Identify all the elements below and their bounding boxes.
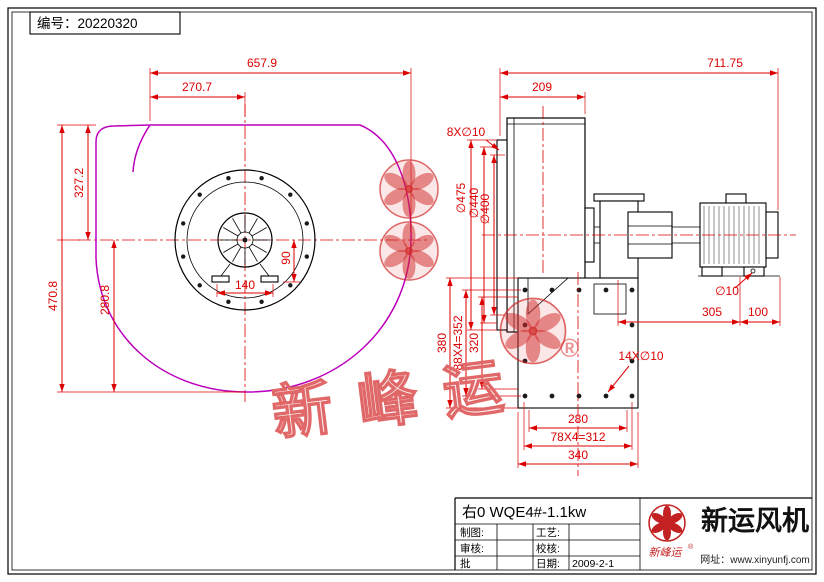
process-label: 工艺:: [536, 527, 560, 539]
watermark-registered-mark: ®: [560, 333, 579, 363]
watermark-brand-text: 新峰运: [269, 350, 533, 448]
dim-470-8: 470.8: [46, 281, 60, 311]
dim-475: ∅475: [454, 182, 468, 213]
bearing-support: [593, 193, 700, 279]
dim-8x10: 8X∅10: [447, 125, 486, 139]
dim-280-8: 280.8: [98, 285, 112, 315]
left-view: 657.9 270.7 327.2 280.8 470.8 140: [46, 56, 428, 402]
dim-305: 305: [702, 305, 722, 319]
drawing-border: [7, 7, 817, 575]
approve-label: 批: [460, 557, 471, 570]
proof-label: 校核:: [536, 542, 560, 555]
dim-100: 100: [748, 305, 768, 319]
company-flower-icon: [648, 504, 686, 542]
company-name: 新运风机: [701, 505, 809, 536]
date-value: 2009-2-1: [572, 558, 614, 570]
motor-foot-left: [701, 266, 723, 277]
logo-brand-text: 新峰运: [649, 546, 684, 559]
doc-number-text: 编号：20220320: [37, 16, 138, 31]
base-bolt-dots: [522, 287, 635, 399]
dim-327-2: 327.2: [72, 168, 86, 198]
inlet-ring-inner: [186, 181, 304, 299]
dim-711-75: 711.75: [707, 56, 743, 70]
watermark-flower-icon: [379, 159, 439, 219]
dim-400: ∅400: [478, 193, 492, 224]
right-view: 711.75 209 8X∅10 ∅475 ∅440 ∅400 ∅10: [435, 56, 796, 476]
dim-270-7: 270.7: [182, 80, 212, 94]
right-view-dimensions: 711.75 209 8X∅10 ∅475 ∅440 ∅400 ∅10: [435, 56, 781, 468]
company-website: 网址：www.xinyunfj.com: [700, 553, 809, 566]
logo-registered-mark: ®: [688, 543, 694, 551]
volute-outline: [95, 124, 412, 393]
dim-320: 320: [467, 333, 481, 353]
title-block: 右0 WQE4#-1.1kw 制图: 工艺: 审核: 校核: 批 日期: 200…: [454, 497, 812, 570]
dim-90: 90: [279, 251, 293, 265]
dim-14x10: 14X∅10: [618, 349, 663, 363]
dim-78x4: 78X4=312: [550, 430, 605, 444]
volute-cutoff: [132, 124, 151, 173]
watermark-flower-icon: [379, 221, 439, 281]
dim-88x4: 88X4=352: [451, 315, 465, 370]
dim-657-9: 657.9: [247, 56, 277, 70]
inlet-bolt-dots: [181, 176, 309, 304]
fan-model-text: 右0 WQE4#-1.1kw: [462, 504, 586, 521]
company-logo: 新峰运 ®: [648, 504, 694, 559]
dim-440: ∅440: [467, 187, 481, 218]
doc-number-box: 编号：20220320: [29, 11, 181, 35]
inlet-ring-outer: [174, 169, 316, 311]
impeller-hub: [217, 212, 273, 268]
date-label: 日期:: [536, 558, 560, 570]
left-view-dimensions: 657.9 270.7 327.2 280.8 470.8 140: [46, 56, 412, 393]
dim-140: 140: [235, 278, 255, 292]
dim-340: 340: [568, 448, 588, 462]
checked-label: 审核:: [460, 542, 484, 555]
dim-209: 209: [532, 80, 552, 94]
dim-380: 380: [435, 333, 449, 353]
drawn-by-label: 制图:: [460, 526, 484, 539]
dim-280: 280: [568, 412, 588, 426]
motor-foot-right: [743, 266, 765, 277]
motor-bracket: [211, 263, 279, 283]
dim-10: ∅10: [715, 284, 739, 298]
